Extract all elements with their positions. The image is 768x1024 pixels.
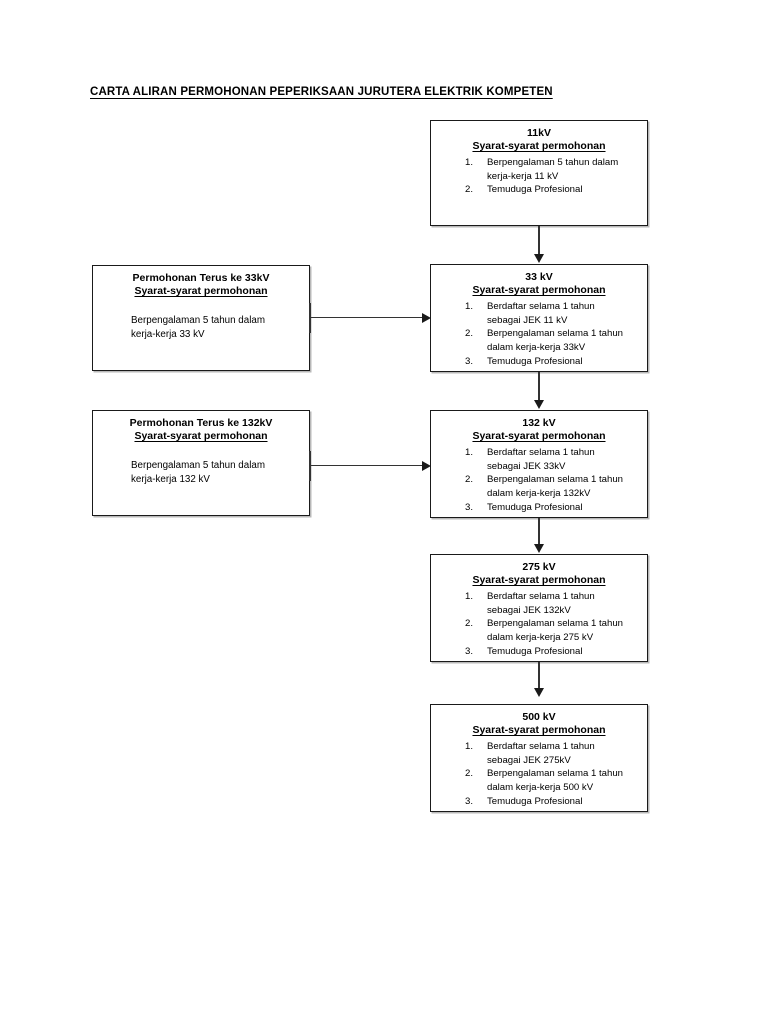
- item-number: 1.: [465, 301, 474, 313]
- list-item: 3. Temuduga Profesional: [431, 645, 647, 659]
- node-500kv-requirements: 1. Berdaftar selama 1 tahun sebagai JEK …: [431, 740, 647, 808]
- item-number: 3.: [465, 795, 474, 807]
- node-direct-33kv-title: Permohonan Terus ke 33kV: [132, 272, 270, 284]
- arrow-head-33kv-to-132kv: [534, 400, 544, 409]
- arrow-head-direct-132kv-to-132kv: [422, 461, 431, 471]
- list-item: 1. Berpengalaman 5 tahun dalam kerja-ker…: [431, 156, 647, 183]
- item-number: 1.: [465, 447, 474, 459]
- node-direct-33kv-body: Berpengalaman 5 tahun dalam kerja-kerja …: [131, 314, 309, 342]
- body-line: Berpengalaman 5 tahun dalam: [131, 460, 265, 472]
- item-line: Berpengalaman 5 tahun dalam: [487, 157, 619, 169]
- item-line: Berdaftar selama 1 tahun: [487, 447, 595, 459]
- item-number: 2.: [465, 768, 474, 780]
- item-line: sebagai JEK 33kV: [487, 460, 566, 472]
- node-132kv-subtitle: Syarat-syarat permohonan: [472, 430, 606, 443]
- list-item: 2. Berpengalaman selama 1 tahun dalam ke…: [431, 473, 647, 500]
- node-500kv-subtitle: Syarat-syarat permohonan: [472, 724, 606, 737]
- node-33kv: 33 kV Syarat-syarat permohonan 1. Berdaf…: [430, 264, 648, 372]
- list-item: 1. Berdaftar selama 1 tahun sebagai JEK …: [431, 590, 647, 617]
- item-line: sebagai JEK 275kV: [487, 754, 571, 766]
- item-line: Berpengalaman selama 1 tahun: [487, 328, 624, 340]
- item-line: dalam kerja-kerja 500 kV: [487, 782, 594, 794]
- list-item: 1. Berdaftar selama 1 tahun sebagai JEK …: [431, 446, 647, 473]
- item-line: dalam kerja-kerja 275 kV: [487, 632, 594, 644]
- list-item: 3. Temuduga Profesional: [431, 355, 647, 369]
- node-direct-33kv-subtitle: Syarat-syarat permohonan: [134, 285, 268, 298]
- list-item: 3. Temuduga Profesional: [431, 501, 647, 515]
- item-line: Berdaftar selama 1 tahun: [487, 591, 595, 603]
- body-line: Berpengalaman 5 tahun dalam: [131, 315, 265, 327]
- item-line: sebagai JEK 11 kV: [487, 314, 568, 326]
- arrow-head-132kv-to-275kv: [534, 544, 544, 553]
- node-33kv-subtitle: Syarat-syarat permohonan: [472, 284, 606, 297]
- connector-132kv-to-275kv: [538, 518, 540, 546]
- connector-11kv-to-33kv: [538, 226, 540, 256]
- connector-direct-132kv-to-132kv: [309, 465, 426, 467]
- list-item: 2. Berpengalaman selama 1 tahun dalam ke…: [431, 767, 647, 794]
- node-33kv-title: 33 kV: [525, 271, 553, 283]
- node-275kv-title: 275 kV: [522, 561, 556, 573]
- node-500kv-title: 500 kV: [522, 711, 556, 723]
- item-line: Temuduga Profesional: [487, 795, 583, 807]
- connector-275kv-to-500kv: [538, 662, 540, 690]
- arrow-head-275kv-to-500kv: [534, 688, 544, 697]
- list-item: 2. Berpengalaman selama 1 tahun dalam ke…: [431, 327, 647, 354]
- node-direct-132kv: Permohonan Terus ke 132kV Syarat-syarat …: [92, 410, 310, 516]
- item-number: 1.: [465, 741, 474, 753]
- node-11kv-subtitle: Syarat-syarat permohonan: [472, 140, 606, 153]
- body-line: kerja-kerja 132 kV: [131, 474, 210, 486]
- list-item: 2. Temuduga Profesional: [431, 183, 647, 197]
- list-item: 2. Berpengalaman selama 1 tahun dalam ke…: [431, 617, 647, 644]
- node-132kv: 132 kV Syarat-syarat permohonan 1. Berda…: [430, 410, 648, 518]
- node-132kv-requirements: 1. Berdaftar selama 1 tahun sebagai JEK …: [431, 446, 647, 514]
- page-title: CARTA ALIRAN PERMOHONAN PEPERIKSAAN JURU…: [90, 86, 553, 98]
- node-direct-33kv: Permohonan Terus ke 33kV Syarat-syarat p…: [92, 265, 310, 371]
- body-line: kerja-kerja 33 kV: [131, 329, 205, 341]
- node-500kv: 500 kV Syarat-syarat permohonan 1. Berda…: [430, 704, 648, 812]
- item-line: Temuduga Profesional: [487, 645, 583, 657]
- node-direct-132kv-body: Berpengalaman 5 tahun dalam kerja-kerja …: [131, 459, 309, 487]
- list-item: 3. Temuduga Profesional: [431, 795, 647, 809]
- node-11kv: 11kV Syarat-syarat permohonan 1. Berpeng…: [430, 120, 648, 226]
- node-275kv: 275 kV Syarat-syarat permohonan 1. Berda…: [430, 554, 648, 662]
- node-direct-132kv-subtitle: Syarat-syarat permohonan: [134, 430, 268, 443]
- node-33kv-requirements: 1. Berdaftar selama 1 tahun sebagai JEK …: [431, 300, 647, 368]
- item-line: dalam kerja-kerja 132kV: [487, 488, 591, 500]
- item-number: 3.: [465, 645, 474, 657]
- item-line: sebagai JEK 132kV: [487, 604, 571, 616]
- item-number: 1.: [465, 591, 474, 603]
- item-number: 2.: [465, 184, 474, 196]
- item-number: 3.: [465, 501, 474, 513]
- item-line: dalam kerja-kerja 33kV: [487, 342, 586, 354]
- item-line: Temuduga Profesional: [487, 501, 583, 513]
- item-line: Berpengalaman selama 1 tahun: [487, 474, 624, 486]
- node-132kv-title: 132 kV: [522, 417, 556, 429]
- list-item: 1. Berdaftar selama 1 tahun sebagai JEK …: [431, 740, 647, 767]
- arrow-head-11kv-to-33kv: [534, 254, 544, 263]
- connector-33kv-to-132kv: [538, 372, 540, 402]
- item-line: Berdaftar selama 1 tahun: [487, 741, 595, 753]
- item-number: 3.: [465, 355, 474, 367]
- item-number: 2.: [465, 474, 474, 486]
- item-line: Berpengalaman selama 1 tahun: [487, 768, 624, 780]
- node-direct-132kv-title: Permohonan Terus ke 132kV: [129, 417, 273, 429]
- arrow-head-direct-33kv-to-33kv: [422, 313, 431, 323]
- item-line: kerja-kerja 11 kV: [487, 170, 559, 182]
- connector-direct-33kv-to-33kv: [309, 317, 426, 319]
- node-11kv-title: 11kV: [527, 127, 551, 139]
- list-item: 1. Berdaftar selama 1 tahun sebagai JEK …: [431, 300, 647, 327]
- item-line: Temuduga Profesional: [487, 355, 583, 367]
- item-number: 1.: [465, 157, 474, 169]
- item-number: 2.: [465, 618, 474, 630]
- node-275kv-requirements: 1. Berdaftar selama 1 tahun sebagai JEK …: [431, 590, 647, 658]
- item-line: Temuduga Profesional: [487, 184, 583, 196]
- node-275kv-subtitle: Syarat-syarat permohonan: [472, 574, 606, 587]
- item-line: Berpengalaman selama 1 tahun: [487, 618, 624, 630]
- node-11kv-requirements: 1. Berpengalaman 5 tahun dalam kerja-ker…: [431, 156, 647, 197]
- item-number: 2.: [465, 328, 474, 340]
- item-line: Berdaftar selama 1 tahun: [487, 301, 595, 313]
